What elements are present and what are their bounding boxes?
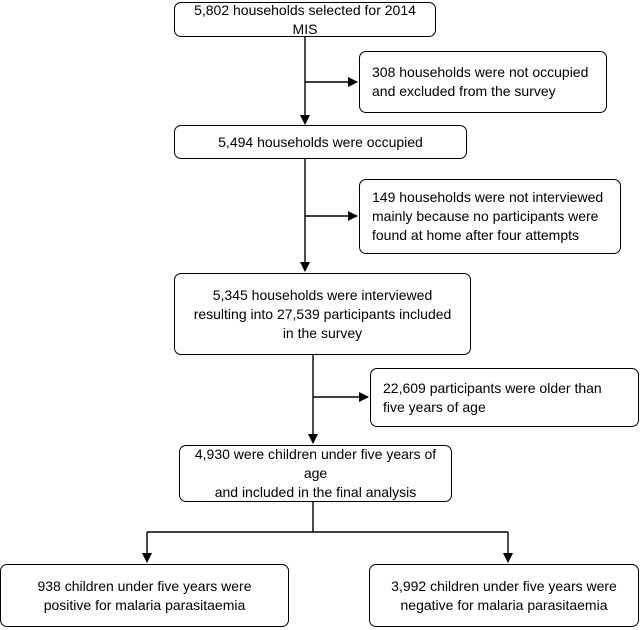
box-households-selected-text: 5,802 households selected for 2014 MIS — [194, 1, 416, 37]
box-households-interviewed-text: 5,345 households were interviewed result… — [193, 286, 452, 341]
box-households-not-occupied-text: 308 households were not occupied and exc… — [372, 64, 589, 99]
box-households-not-interviewed: 149 households were not interviewed main… — [359, 179, 621, 254]
box-participants-older-text: 22,609 participants were older than five… — [383, 379, 602, 415]
box-children-positive: 938 children under five years were posit… — [0, 564, 289, 627]
box-children-under-five-text: 4,930 were children under five years of … — [194, 446, 437, 500]
box-participants-older: 22,609 participants were older than five… — [370, 368, 639, 427]
box-children-negative-text: 3,992 children under five years were neg… — [391, 577, 617, 613]
box-households-not-occupied: 308 households were not occupied and exc… — [359, 51, 607, 113]
box-children-positive-text: 938 children under five years were posit… — [37, 577, 252, 613]
box-children-negative: 3,992 children under five years were neg… — [369, 564, 639, 627]
box-children-under-five: 4,930 were children under five years of … — [179, 445, 452, 502]
box-households-selected: 5,802 households selected for 2014 MIS — [174, 2, 436, 37]
box-households-not-interviewed-text: 149 households were not interviewed main… — [372, 189, 604, 243]
box-households-interviewed: 5,345 households were interviewed result… — [174, 273, 471, 355]
box-households-occupied: 5,494 households were occupied — [174, 125, 467, 159]
box-households-occupied-text: 5,494 households were occupied — [218, 133, 423, 150]
